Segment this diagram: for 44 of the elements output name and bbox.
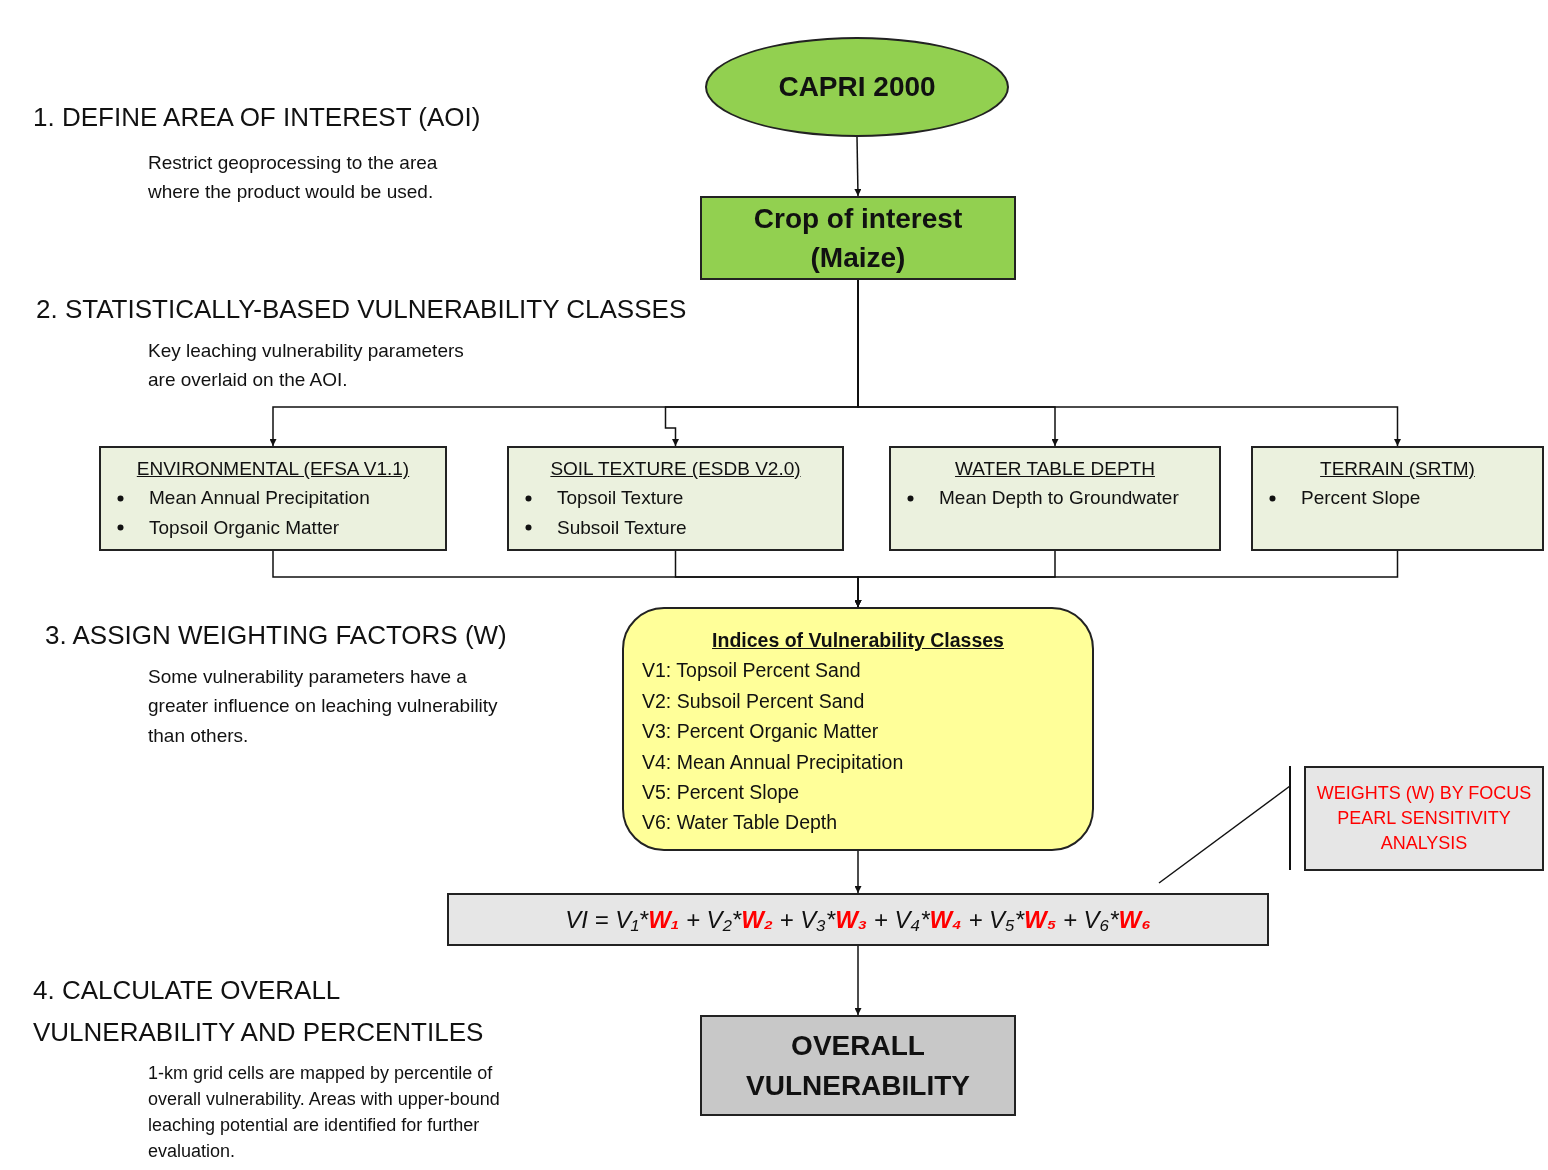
arrow bbox=[854, 550, 1399, 608]
formula-box bbox=[447, 893, 1269, 946]
box-heading: TERRAIN (SRTM) bbox=[1319, 457, 1476, 481]
weights-box bbox=[1304, 766, 1544, 871]
step-heading: 3. ASSIGN WEIGHTING FACTORS (W) bbox=[45, 620, 508, 652]
step-heading: 2. STATISTICALLY-BASED VULNERABILITY CLASSES bbox=[36, 294, 688, 326]
node-label: WEIGHTS (W) BY FOCUS PEARL SENSITIVITY ANALYSIS bbox=[1315, 781, 1533, 856]
data-source-box bbox=[507, 446, 844, 551]
bullet-item: Topsoil Organic Matter bbox=[149, 516, 340, 538]
box-heading: ENVIRONMENTAL (EFSA V1.1) bbox=[135, 457, 411, 481]
result-box bbox=[700, 1015, 1016, 1116]
arrow bbox=[854, 945, 862, 1016]
index-item: V4: Mean Annual Precipitation bbox=[642, 749, 905, 775]
index-item: V2: Subsoil Percent Sand bbox=[642, 688, 866, 714]
arrow bbox=[854, 850, 862, 894]
arrow bbox=[854, 136, 862, 197]
bullet-item: Mean Depth to Groundwater bbox=[939, 487, 1179, 509]
bullet-item: Mean Annual Precipitation bbox=[149, 487, 370, 509]
process-box bbox=[700, 196, 1016, 280]
step-description: 1-km grid cells are mapped by percentile of overall vulnerability. Areas with upper-bound leaching potential are identified for further evaluation. bbox=[148, 1062, 501, 1164]
index-item: V1: Topsoil Percent Sand bbox=[642, 658, 862, 684]
bullet-item: Topsoil Texture bbox=[557, 487, 684, 509]
step-heading: 4. CALCULATE OVERALL VULNERABILITY AND PERCENTILES bbox=[33, 974, 485, 1049]
data-source-box bbox=[99, 446, 447, 551]
data-source-box bbox=[1251, 446, 1544, 551]
step-description: Key leaching vulnerability parameters are overlaid on the AOI. bbox=[148, 339, 465, 393]
leader-line bbox=[1158, 785, 1291, 884]
box-heading: Indices of Vulnerability Classes bbox=[711, 628, 1005, 653]
node-label: OVERALL VULNERABILITY bbox=[745, 1029, 971, 1103]
index-item: V5: Percent Slope bbox=[642, 780, 801, 806]
box-heading: SOIL TEXTURE (ESDB V2.0) bbox=[549, 457, 802, 481]
step-description: Restrict geoprocessing to the area where the product would be used. bbox=[148, 151, 439, 205]
node-label: Crop of interest (Maize) bbox=[752, 201, 964, 275]
node-label: CAPRI 2000 bbox=[778, 70, 936, 105]
data-source-box bbox=[889, 446, 1221, 551]
step-heading: 1. DEFINE AREA OF INTEREST (AOI) bbox=[33, 102, 482, 134]
bullet-item: Subsoil Texture bbox=[557, 516, 687, 538]
step-description: Some vulnerability parameters have a greater influence on leaching vulnerability than others. bbox=[148, 665, 498, 748]
formula-text: VI = V₁*W₁ + V₂*W₂ + V₃*W₃ + V₄*W₄ + V₅*W₅ + V₆*W₆ bbox=[565, 904, 1151, 935]
index-item: V3: Percent Organic Matter bbox=[642, 719, 880, 745]
bullet-item: Percent Slope bbox=[1301, 487, 1421, 509]
indices-box bbox=[622, 607, 1094, 851]
box-heading: WATER TABLE DEPTH bbox=[954, 457, 1156, 481]
index-item: V6: Water Table Depth bbox=[642, 810, 839, 836]
